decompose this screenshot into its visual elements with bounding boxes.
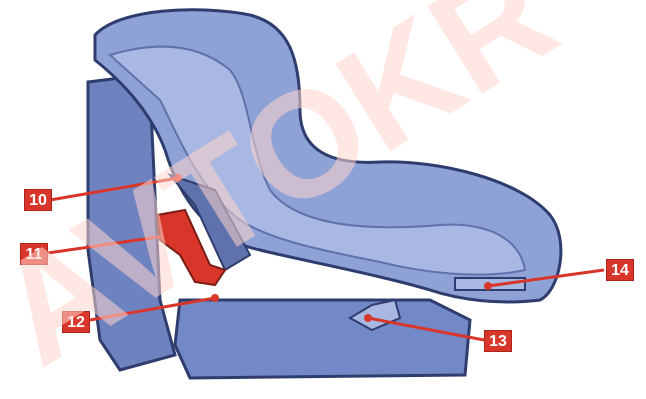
callout-14: 14 [606, 259, 634, 281]
marker-dot-12 [211, 294, 219, 302]
marker-dot-13 [364, 314, 372, 322]
callout-12: 12 [62, 311, 90, 333]
marker-dot-10 [174, 174, 182, 182]
callout-11: 11 [20, 243, 48, 265]
seat-base [175, 300, 470, 378]
marker-dot-14 [484, 282, 492, 290]
callout-10: 10 [24, 189, 52, 211]
callout-13: 13 [484, 330, 512, 352]
